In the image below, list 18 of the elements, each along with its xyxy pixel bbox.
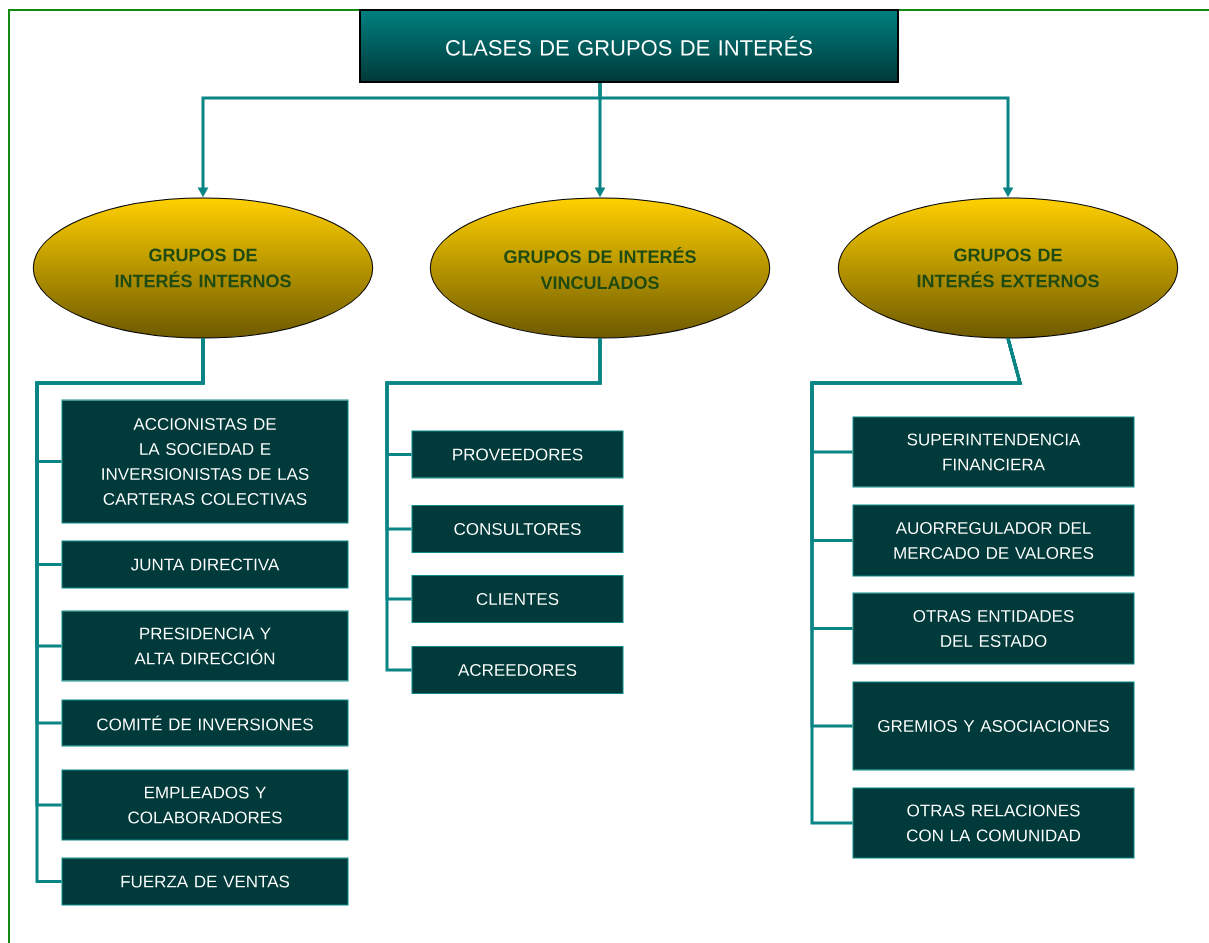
category-box: FUERZA DE VENTAS (61, 857, 349, 906)
category-box: ACCIONISTAS DE LA SOCIEDAD E INVERSIONISTAS DE LAS CARTERAS COLECTIVAS (61, 399, 349, 524)
category-box: OTRAS RELACIONES CON LA COMUNIDAD (852, 787, 1135, 859)
category-box: EMPLEADOS Y COLABORADORES (61, 769, 349, 841)
category-box: GREMIOS Y ASOCIACIONES (852, 681, 1135, 771)
category-box: OTRAS ENTIDADES DEL ESTADO (852, 592, 1135, 665)
category-box: AUORREGULADOR DEL MERCADO DE VALORES (852, 504, 1135, 577)
category-box: JUNTA DIRECTIVA (61, 540, 349, 589)
category-box: SUPERINTENDENCIA FINANCIERA (852, 416, 1135, 488)
category-box: CLIENTES (411, 575, 624, 623)
title-box: CLASES DE GRUPOS DE INTERÉS (359, 9, 899, 83)
category-box: CONSULTORES (411, 505, 624, 553)
connector-line (385, 338, 602, 672)
category-box: ACREEDORES (411, 646, 624, 694)
category-box: PRESIDENCIA Y ALTA DIRECCIÓN (61, 610, 349, 682)
category-box: PROVEEDORES (411, 430, 624, 479)
connector-line (810, 338, 1022, 825)
category-box: COMITÉ DE INVERSIONES (61, 699, 349, 747)
